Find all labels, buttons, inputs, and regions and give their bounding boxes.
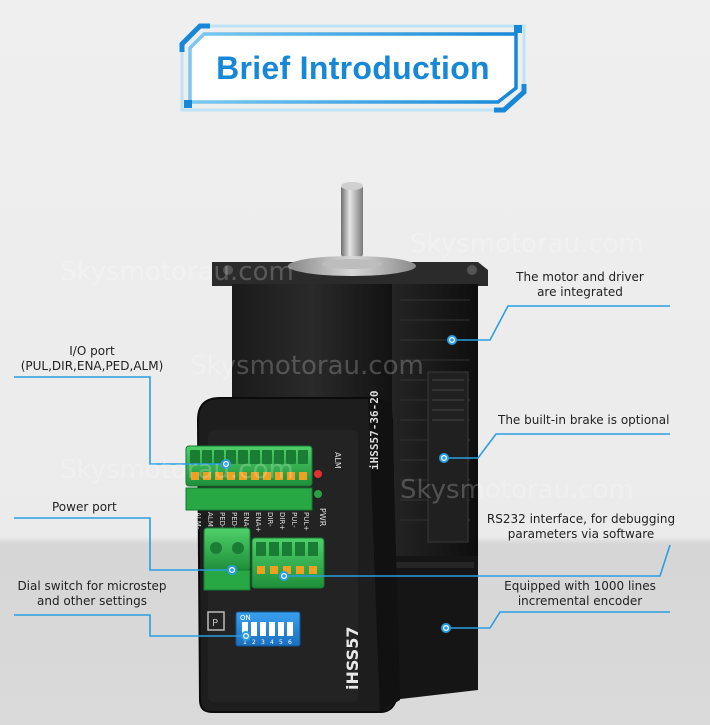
io-pin-label: PUL+ (302, 512, 310, 531)
callout-lines (14, 305, 671, 637)
dial-number-label: 1 (243, 639, 247, 646)
callout-rs232-line1: RS232 interface, for debugging (486, 512, 676, 526)
power-terminal-block (203, 527, 251, 591)
dial-number-label: 4 (270, 639, 274, 646)
dial-number-label: 2 (252, 639, 256, 646)
io-pin-label: ALM+ (206, 512, 214, 533)
callout-io-port: I/O port (PUL,DIR,ENA,PED,ALM) (8, 344, 176, 374)
svg-text:Skysmotorau.com: Skysmotorau.com (60, 257, 294, 287)
svg-text:P: P (212, 618, 218, 629)
callout-io-port-line1: I/O port (69, 344, 115, 358)
model-side-label: iHSS57-36-20 (368, 391, 381, 470)
callout-rs232-line2: parameters via software (507, 527, 655, 541)
io-pin-labels: ALM- ALM+ PED- PED+ ENA- ENA+ DIR- DIR+ PUL- PUL+ (194, 512, 310, 533)
pwr-label: PWR (318, 508, 327, 527)
callout-power: Power port (52, 500, 117, 515)
callout-encoder-line1: Equipped with 1000 lines (504, 579, 656, 593)
io-pin-label: DIR+ (278, 512, 286, 530)
dial-number-label: 3 (261, 639, 265, 646)
model-front-label: iHSS57 (343, 627, 362, 690)
motor-flange (212, 256, 488, 286)
alm-label: ALM (333, 452, 342, 469)
svg-text:Skysmotorau.com: Skysmotorau.com (400, 475, 634, 505)
callout-dial-line2: and other settings (36, 594, 148, 608)
rs232-terminal-block (251, 537, 325, 589)
callout-io-port-line2: (PUL,DIR,ENA,PED,ALM) (20, 359, 164, 373)
watermark: Skysmotorau.com Skysmotorau.com Skysmoto… (60, 229, 644, 505)
alm-led-icon (314, 470, 322, 478)
io-pin-label: DIR- (266, 512, 274, 527)
callout-integrated-line1: The motor and driver (516, 270, 644, 284)
io-pin-label: PUL- (290, 512, 298, 528)
io-pin-label: ENA+ (254, 512, 262, 532)
title-banner: Brief Introduction (178, 22, 528, 114)
dial-number-label: 6 (288, 639, 292, 646)
svg-text:Skysmotorau.com: Skysmotorau.com (60, 455, 294, 485)
svg-text:Skysmotorau.com: Skysmotorau.com (190, 351, 424, 381)
callout-rs232: RS232 interface, for debugging parameter… (486, 512, 676, 542)
io-pin-label: ENA- (242, 512, 250, 529)
page-title: Brief Introduction (216, 49, 490, 86)
status-leds: ALM PWR (314, 452, 342, 527)
callout-encoder-line2: incremental encoder (517, 594, 643, 608)
title-frame-icon (179, 23, 527, 113)
pwr-led-icon (314, 490, 322, 498)
dial-on-label: ON (240, 614, 251, 622)
dial-number-label: 5 (279, 639, 283, 646)
callout-integrated: The motor and driver are integrated (500, 270, 660, 300)
io-terminal-block (185, 445, 313, 511)
callout-power-line1: Power port (52, 500, 117, 514)
io-pin-label: PED- (218, 512, 226, 529)
svg-text:Skysmotorau.com: Skysmotorau.com (410, 229, 644, 259)
encoder-housing (392, 556, 478, 700)
callout-dial: Dial switch for microstep and other sett… (10, 579, 174, 609)
io-pin-label: ALM- (194, 512, 202, 530)
callout-encoder: Equipped with 1000 lines incremental enc… (500, 579, 660, 609)
callout-integrated-line2: are integrated (537, 285, 623, 299)
io-pin-label: PED+ (230, 512, 238, 532)
callout-brake-line1: The built-in brake is optional (498, 413, 670, 427)
callout-dial-line1: Dial switch for microstep (17, 579, 167, 593)
brand-logo-icon (207, 611, 225, 631)
callout-brake: The built-in brake is optional (498, 413, 669, 428)
motor-shaft (341, 182, 363, 257)
